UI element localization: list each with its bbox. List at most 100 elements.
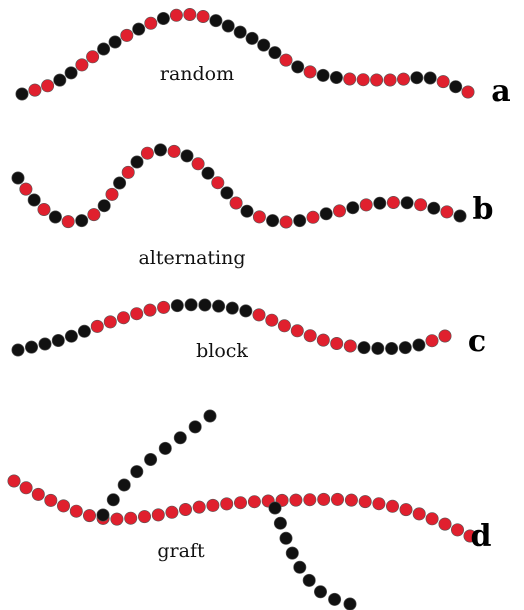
black-monomer-bead — [291, 60, 305, 74]
panel-letter-b: b — [473, 192, 494, 227]
red-monomer-bead — [317, 492, 331, 506]
black-monomer-bead — [225, 301, 239, 315]
black-monomer-bead — [38, 337, 52, 351]
red-monomer-bead — [358, 495, 372, 509]
panel-letter-c: c — [468, 324, 486, 359]
black-monomer-bead — [173, 431, 187, 445]
black-monomer-bead — [11, 343, 25, 357]
black-monomer-bead — [203, 409, 217, 423]
black-monomer-bead — [170, 299, 184, 313]
black-monomer-bead — [400, 196, 414, 210]
red-monomer-bead — [356, 73, 370, 87]
red-monomer-bead — [120, 28, 134, 42]
black-monomer-bead — [51, 333, 65, 347]
red-monomer-bead — [461, 85, 475, 99]
black-monomer-bead — [130, 465, 144, 479]
red-monomer-bead — [179, 502, 193, 516]
chain-alternating — [11, 143, 467, 229]
red-monomer-bead — [383, 73, 397, 87]
red-monomer-bead — [192, 500, 206, 514]
red-monomer-bead — [279, 215, 293, 229]
red-monomer-bead — [440, 205, 454, 219]
black-monomer-bead — [293, 560, 307, 574]
red-monomer-bead — [151, 508, 165, 522]
black-monomer-bead — [257, 38, 271, 52]
black-monomer-bead — [180, 149, 194, 163]
red-monomer-bead — [372, 497, 386, 511]
red-monomer-bead — [19, 182, 33, 196]
caption-random: random — [160, 63, 234, 85]
red-monomer-bead — [130, 307, 144, 321]
red-monomer-bead — [28, 83, 42, 97]
red-monomer-bead — [61, 215, 75, 229]
black-monomer-bead — [201, 166, 215, 180]
red-monomer-bead — [425, 334, 439, 348]
black-monomer-bead — [239, 304, 253, 318]
red-monomer-bead — [37, 203, 51, 217]
red-monomer-bead — [247, 495, 261, 509]
red-monomer-bead — [117, 311, 131, 325]
red-monomer-bead — [463, 529, 477, 543]
black-monomer-bead — [64, 66, 78, 80]
black-monomer-bead — [97, 42, 111, 56]
black-monomer-bead — [108, 35, 122, 49]
red-monomer-bead — [414, 198, 428, 212]
red-monomer-bead — [265, 313, 279, 327]
black-monomer-bead — [343, 597, 357, 610]
black-monomer-bead — [27, 193, 41, 207]
black-monomer-bead — [158, 441, 172, 455]
black-monomer-bead — [156, 12, 170, 25]
chain-random — [15, 8, 475, 101]
black-monomer-bead — [220, 186, 234, 200]
red-monomer-bead — [41, 79, 55, 93]
red-monomer-bead — [121, 165, 135, 179]
red-monomer-bead — [343, 339, 357, 353]
black-monomer-bead — [144, 452, 158, 466]
black-monomer-bead — [268, 501, 282, 515]
chains-layer — [7, 8, 477, 610]
red-monomer-bead — [69, 504, 83, 518]
red-monomer-bead — [412, 507, 426, 521]
black-monomer-bead — [212, 299, 226, 313]
black-monomer-bead — [97, 199, 111, 213]
red-monomer-bead — [144, 16, 158, 30]
red-monomer-bead — [332, 204, 346, 218]
red-monomer-bead — [211, 176, 225, 190]
black-monomer-bead — [48, 210, 62, 224]
black-monomer-bead — [410, 71, 424, 85]
red-monomer-bead — [234, 496, 248, 510]
red-monomer-bead — [110, 512, 124, 526]
black-monomer-bead — [293, 214, 307, 228]
red-monomer-bead — [167, 144, 181, 158]
red-monomer-bead — [169, 8, 183, 22]
red-monomer-bead — [75, 58, 89, 72]
black-monomer-bead — [427, 201, 441, 215]
panel-letter-d: d — [471, 519, 492, 554]
red-monomer-bead — [252, 210, 266, 224]
black-monomer-bead — [279, 531, 293, 545]
black-monomer-bead — [266, 214, 280, 228]
panel-letter-a: a — [491, 74, 510, 109]
black-monomer-bead — [106, 493, 120, 507]
black-monomer-bead — [245, 31, 259, 45]
black-monomer-bead — [113, 176, 127, 190]
red-monomer-bead — [436, 75, 450, 89]
black-monomer-bead — [240, 204, 254, 218]
black-monomer-bead — [302, 573, 316, 587]
black-monomer-bead — [412, 338, 426, 352]
black-monomer-bead — [117, 478, 131, 492]
black-monomer-bead — [319, 207, 333, 221]
red-monomer-bead — [140, 146, 154, 160]
black-monomer-bead — [385, 341, 399, 355]
black-monomer-bead — [221, 19, 235, 33]
black-monomer-bead — [154, 143, 168, 157]
red-monomer-bead — [31, 487, 45, 501]
red-monomer-bead — [143, 303, 157, 317]
red-monomer-bead — [438, 329, 452, 343]
red-monomer-bead — [343, 72, 357, 86]
red-monomer-bead — [138, 510, 152, 524]
red-monomer-bead — [83, 509, 97, 523]
red-monomer-bead — [206, 498, 220, 512]
black-monomer-bead — [209, 14, 223, 28]
